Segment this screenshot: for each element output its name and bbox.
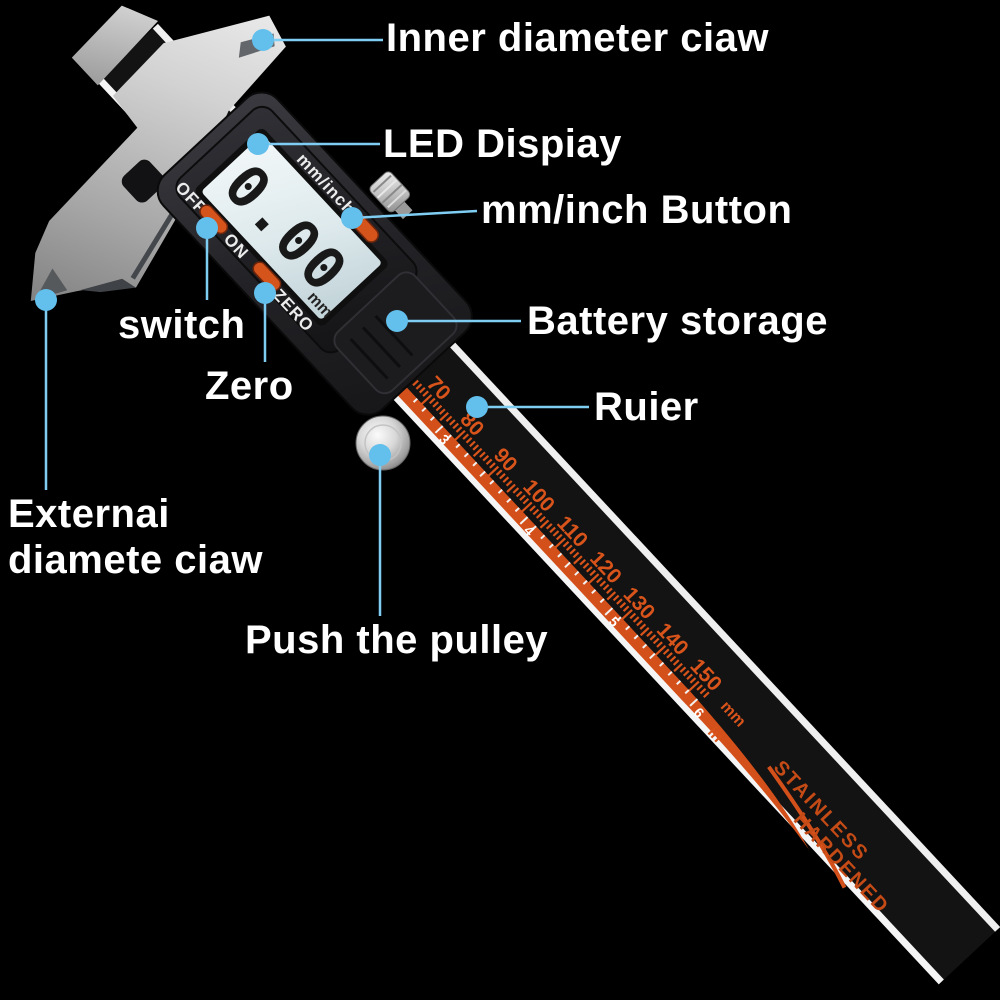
- battery-dot: [386, 310, 408, 332]
- mm-inch-dot: [341, 207, 363, 229]
- battery-door: [333, 271, 458, 395]
- band-swoosh: [767, 765, 847, 889]
- led-display-dot: [247, 133, 269, 155]
- label-mm-inch-button: mm/inch Button: [481, 188, 793, 232]
- zero-button: [252, 261, 282, 292]
- inner-claw-dot: [252, 29, 274, 51]
- jaw-notch: [80, 278, 136, 293]
- switch-dot: [196, 217, 218, 239]
- external-claw-dot: [35, 289, 57, 311]
- ruler-mm-ticks: [412, 379, 710, 698]
- external-jaw-blade: [30, 15, 286, 301]
- label-zero: Zero: [205, 364, 294, 408]
- ruler-dot: [466, 396, 488, 418]
- fixed-jaw-root: [71, 5, 159, 86]
- label-external-claw-line1: Externai: [8, 492, 170, 536]
- lcd-display: [202, 135, 381, 319]
- label-switch: switch: [118, 303, 246, 347]
- callout-connectors: [35, 29, 589, 616]
- label-external-claw-line2: diamete ciaw: [8, 538, 264, 582]
- label-led-display: LED Dispiay: [383, 122, 622, 166]
- ruler-orange-band: [370, 357, 810, 850]
- lock-screw-head: [369, 171, 411, 213]
- label-battery-storage: Battery storage: [527, 299, 828, 343]
- slider-tab: [121, 159, 165, 203]
- zero-dot: [254, 282, 276, 304]
- ruler-inch-ticks: [412, 397, 699, 707]
- label-push-pulley: Push the pulley: [245, 618, 549, 662]
- caliper-head: 0.00 mm mm/inch OFF ON ZERO: [121, 91, 473, 416]
- pulley-dot: [369, 444, 391, 466]
- label-inner-diameter-claw: Inner diameter ciaw: [386, 16, 769, 60]
- label-ruler: Ruier: [594, 385, 699, 429]
